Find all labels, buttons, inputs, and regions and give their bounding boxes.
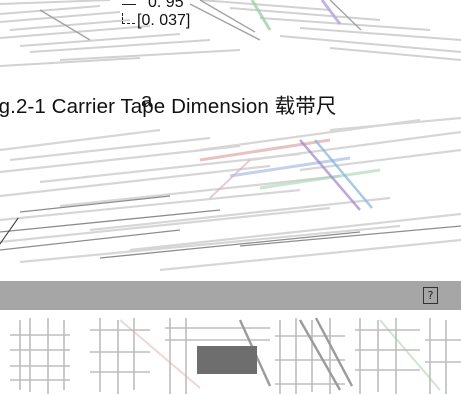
footer-bar <box>0 281 461 310</box>
dimension-leader-line <box>122 13 135 24</box>
dimension-value-inches: [0. 037] <box>137 12 191 29</box>
dimension-value: 0. 95 <box>148 0 184 11</box>
unknown-glyph-icon: ? <box>423 287 438 304</box>
caption-overprint-glyph: a <box>141 89 153 112</box>
logo-fragment-block <box>197 346 257 374</box>
figure-caption: ig.2-1 Carrier Tape Dimension 载带尺 <box>0 95 337 118</box>
dimension-leader-top <box>122 4 136 5</box>
